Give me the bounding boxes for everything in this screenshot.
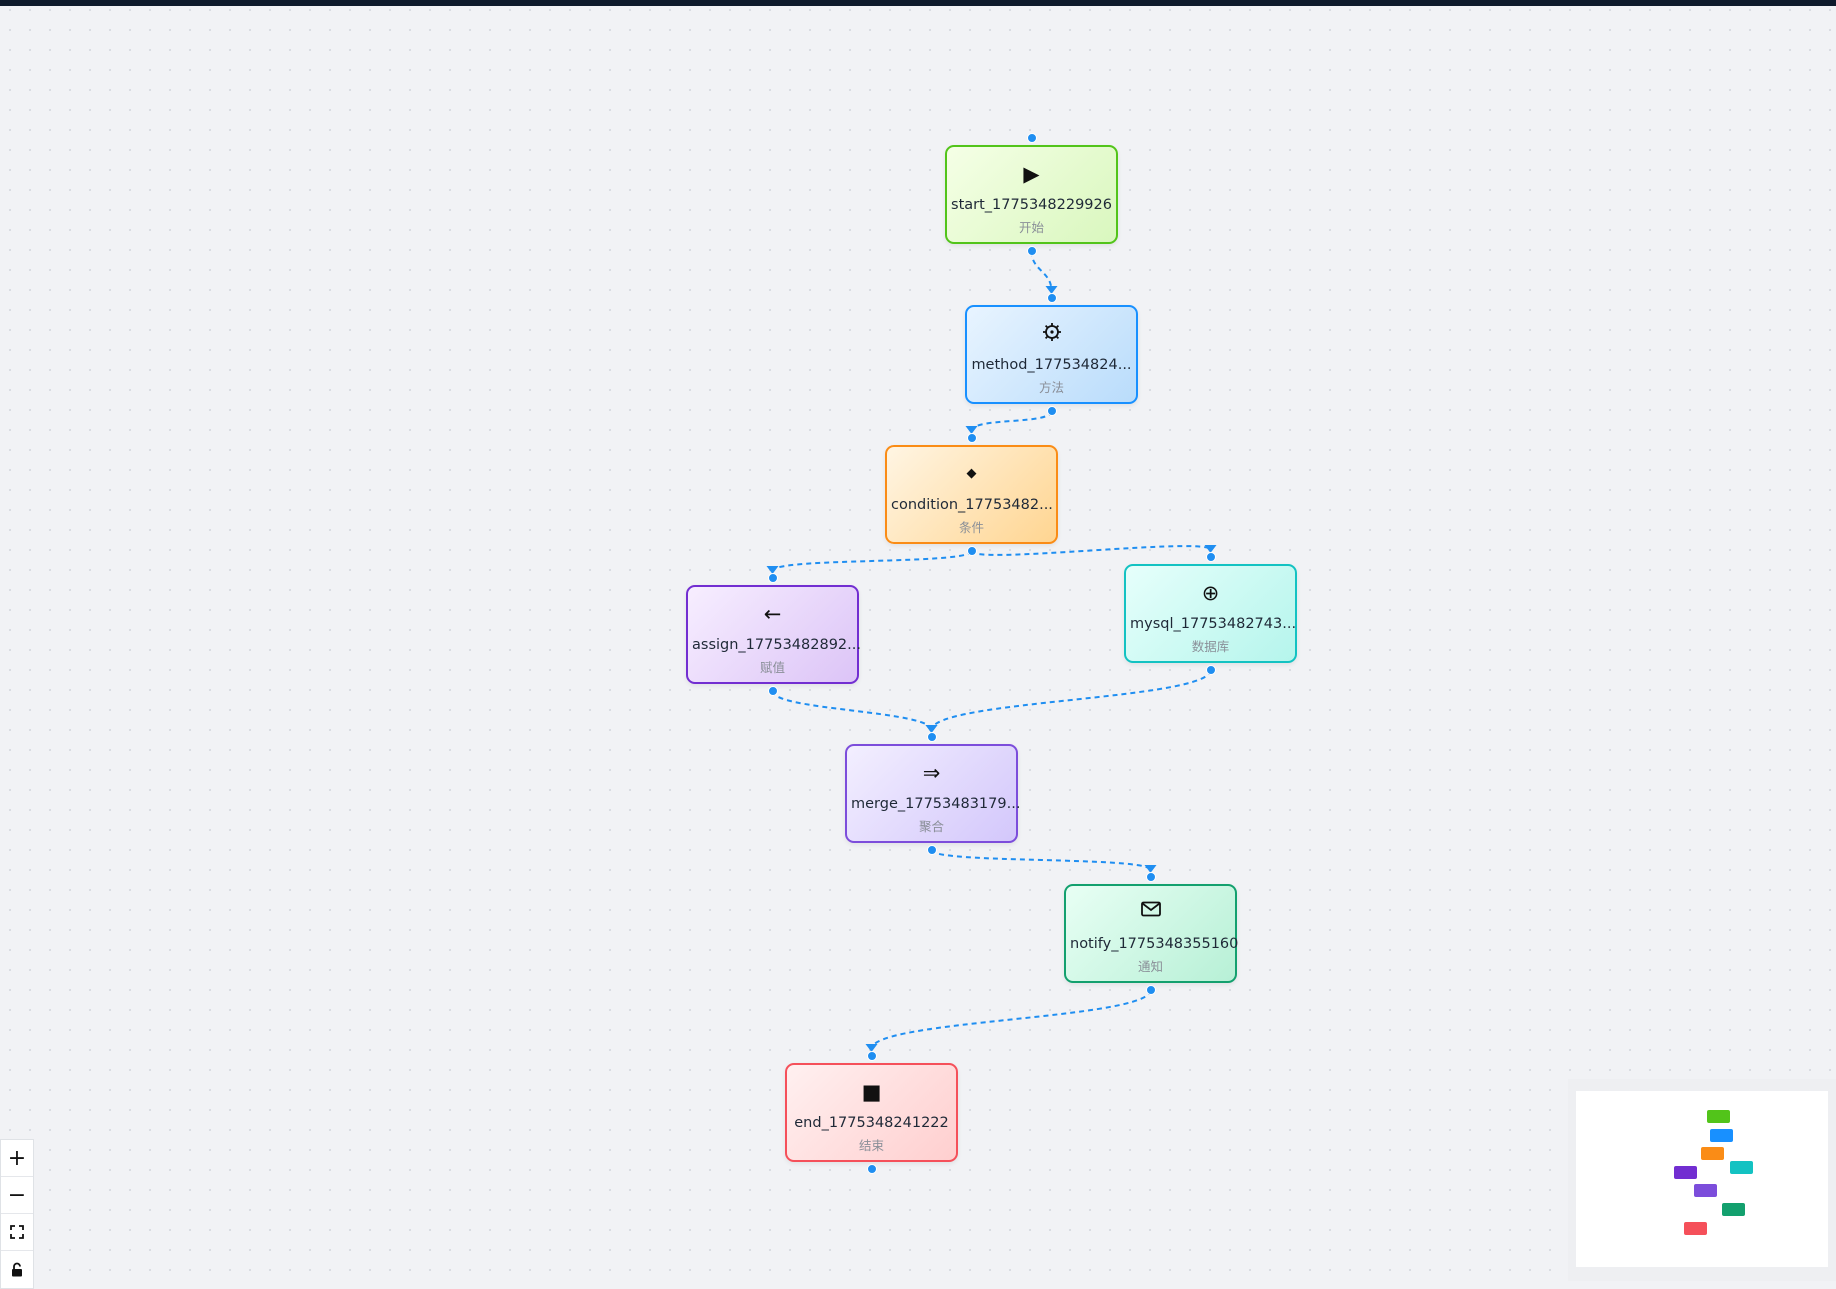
edge-start-method[interactable] xyxy=(1030,250,1053,292)
minimap-node-start xyxy=(1707,1110,1730,1123)
source-handle-end[interactable] xyxy=(866,1164,877,1174)
stop-icon: ■ xyxy=(861,1080,882,1104)
edge-notify-end[interactable] xyxy=(870,989,1152,1050)
node-notify[interactable]: notify_1775348355160 通知 xyxy=(1064,884,1239,983)
diamond-icon: ◆ xyxy=(966,466,977,481)
target-handle-condition[interactable] xyxy=(966,433,977,443)
node-title: notify_1775348355160 xyxy=(1070,936,1239,952)
source-handle-merge[interactable] xyxy=(926,845,937,855)
node-assign[interactable]: ← assign_17753482892... 赋值 xyxy=(686,585,861,684)
node-title: method_177534824... xyxy=(971,357,1132,373)
node-title: mysql_17753482743... xyxy=(1130,616,1297,632)
node-type-label: 开始 xyxy=(1018,220,1044,235)
node-type-label: 通知 xyxy=(1137,959,1163,974)
source-handle-assign[interactable] xyxy=(767,686,778,696)
target-handle-mysql[interactable] xyxy=(1205,552,1216,562)
node-type-label: 赋值 xyxy=(759,660,785,675)
node-title: start_1775348229926 xyxy=(951,197,1112,213)
zoom-out-button[interactable]: − xyxy=(1,1177,33,1214)
node-title: assign_17753482892... xyxy=(692,637,861,653)
minimap-node-notify xyxy=(1722,1203,1745,1216)
edge-arrow-merge-notify xyxy=(1144,865,1157,873)
edge-merge-notify[interactable] xyxy=(930,849,1152,871)
lock-icon xyxy=(12,1262,22,1277)
node-start[interactable]: ▶ start_1775348229926 开始 xyxy=(945,145,1118,244)
node-merge[interactable]: ⇒ merge_17753483179... 聚合 xyxy=(845,744,1021,843)
play-icon: ▶ xyxy=(1023,162,1040,186)
edge-arrow-notify-end xyxy=(865,1044,878,1052)
source-handle-condition[interactable] xyxy=(966,546,977,556)
node-type-label: 结束 xyxy=(858,1138,884,1153)
minimap-node-end xyxy=(1684,1222,1707,1235)
envelope-icon xyxy=(1066,900,1235,926)
edge-arrow-mysql-merge xyxy=(925,725,938,733)
edge-arrow-start-method xyxy=(1045,286,1058,294)
node-end[interactable]: ■ end_1775348241222 结束 xyxy=(785,1063,958,1162)
canvas-controls: + − xyxy=(0,1139,34,1289)
target-handle-merge[interactable] xyxy=(926,732,937,742)
source-handle-method[interactable] xyxy=(1046,406,1057,416)
minimap-node-merge xyxy=(1694,1184,1717,1197)
node-mysql[interactable]: ⊕ mysql_17753482743... 数据库 xyxy=(1124,564,1297,663)
fit-view-button[interactable] xyxy=(1,1214,33,1251)
source-handle-start[interactable] xyxy=(1026,246,1037,256)
merge-arrow-icon: ⇒ xyxy=(922,761,941,785)
node-type-label: 聚合 xyxy=(918,819,944,834)
minimap-node-condition xyxy=(1701,1147,1724,1160)
minimap[interactable] xyxy=(1576,1091,1828,1267)
target-handle-method[interactable] xyxy=(1046,293,1057,303)
minus-icon: − xyxy=(7,1182,27,1208)
edge-method-condition[interactable] xyxy=(970,410,1053,432)
edge-condition-mysql[interactable] xyxy=(970,545,1212,556)
source-handle-mysql[interactable] xyxy=(1205,665,1216,675)
node-title: condition_17753482... xyxy=(891,497,1053,513)
arrow-left-icon: ← xyxy=(763,602,782,626)
node-method[interactable]: method_177534824... 方法 xyxy=(965,305,1138,404)
edge-arrow-condition-mysql xyxy=(1204,545,1217,553)
source-handle-notify[interactable] xyxy=(1145,985,1156,995)
target-handle-assign[interactable] xyxy=(767,573,778,583)
edge-condition-assign[interactable] xyxy=(771,550,973,572)
minimap-panel xyxy=(1568,1079,1836,1281)
fit-view-icon xyxy=(10,1225,24,1239)
node-condition[interactable]: ◆ condition_17753482... 条件 xyxy=(885,445,1058,544)
zoom-in-button[interactable]: + xyxy=(1,1140,33,1177)
node-title: end_1775348241222 xyxy=(794,1115,949,1131)
lock-toggle-button[interactable] xyxy=(1,1251,33,1288)
edge-assign-merge[interactable] xyxy=(771,690,933,731)
edge-mysql-merge[interactable] xyxy=(930,669,1212,731)
edge-arrow-condition-assign xyxy=(766,566,779,574)
node-type-label: 方法 xyxy=(1038,380,1064,395)
target-handle-notify[interactable] xyxy=(1145,872,1156,882)
target-handle-end[interactable] xyxy=(866,1051,877,1061)
database-icon: ⊕ xyxy=(1201,581,1220,605)
top-bar xyxy=(0,0,1836,6)
target-handle-start[interactable] xyxy=(1026,133,1037,143)
minimap-node-method xyxy=(1710,1129,1733,1142)
gear-icon xyxy=(967,321,1136,347)
plus-icon: + xyxy=(7,1145,27,1171)
node-type-label: 条件 xyxy=(958,520,984,535)
node-title: merge_17753483179... xyxy=(851,796,1021,812)
minimap-node-assign xyxy=(1674,1166,1697,1179)
node-type-label: 数据库 xyxy=(1191,639,1230,654)
edge-arrow-method-condition xyxy=(965,426,978,434)
minimap-node-mysql xyxy=(1730,1161,1753,1174)
